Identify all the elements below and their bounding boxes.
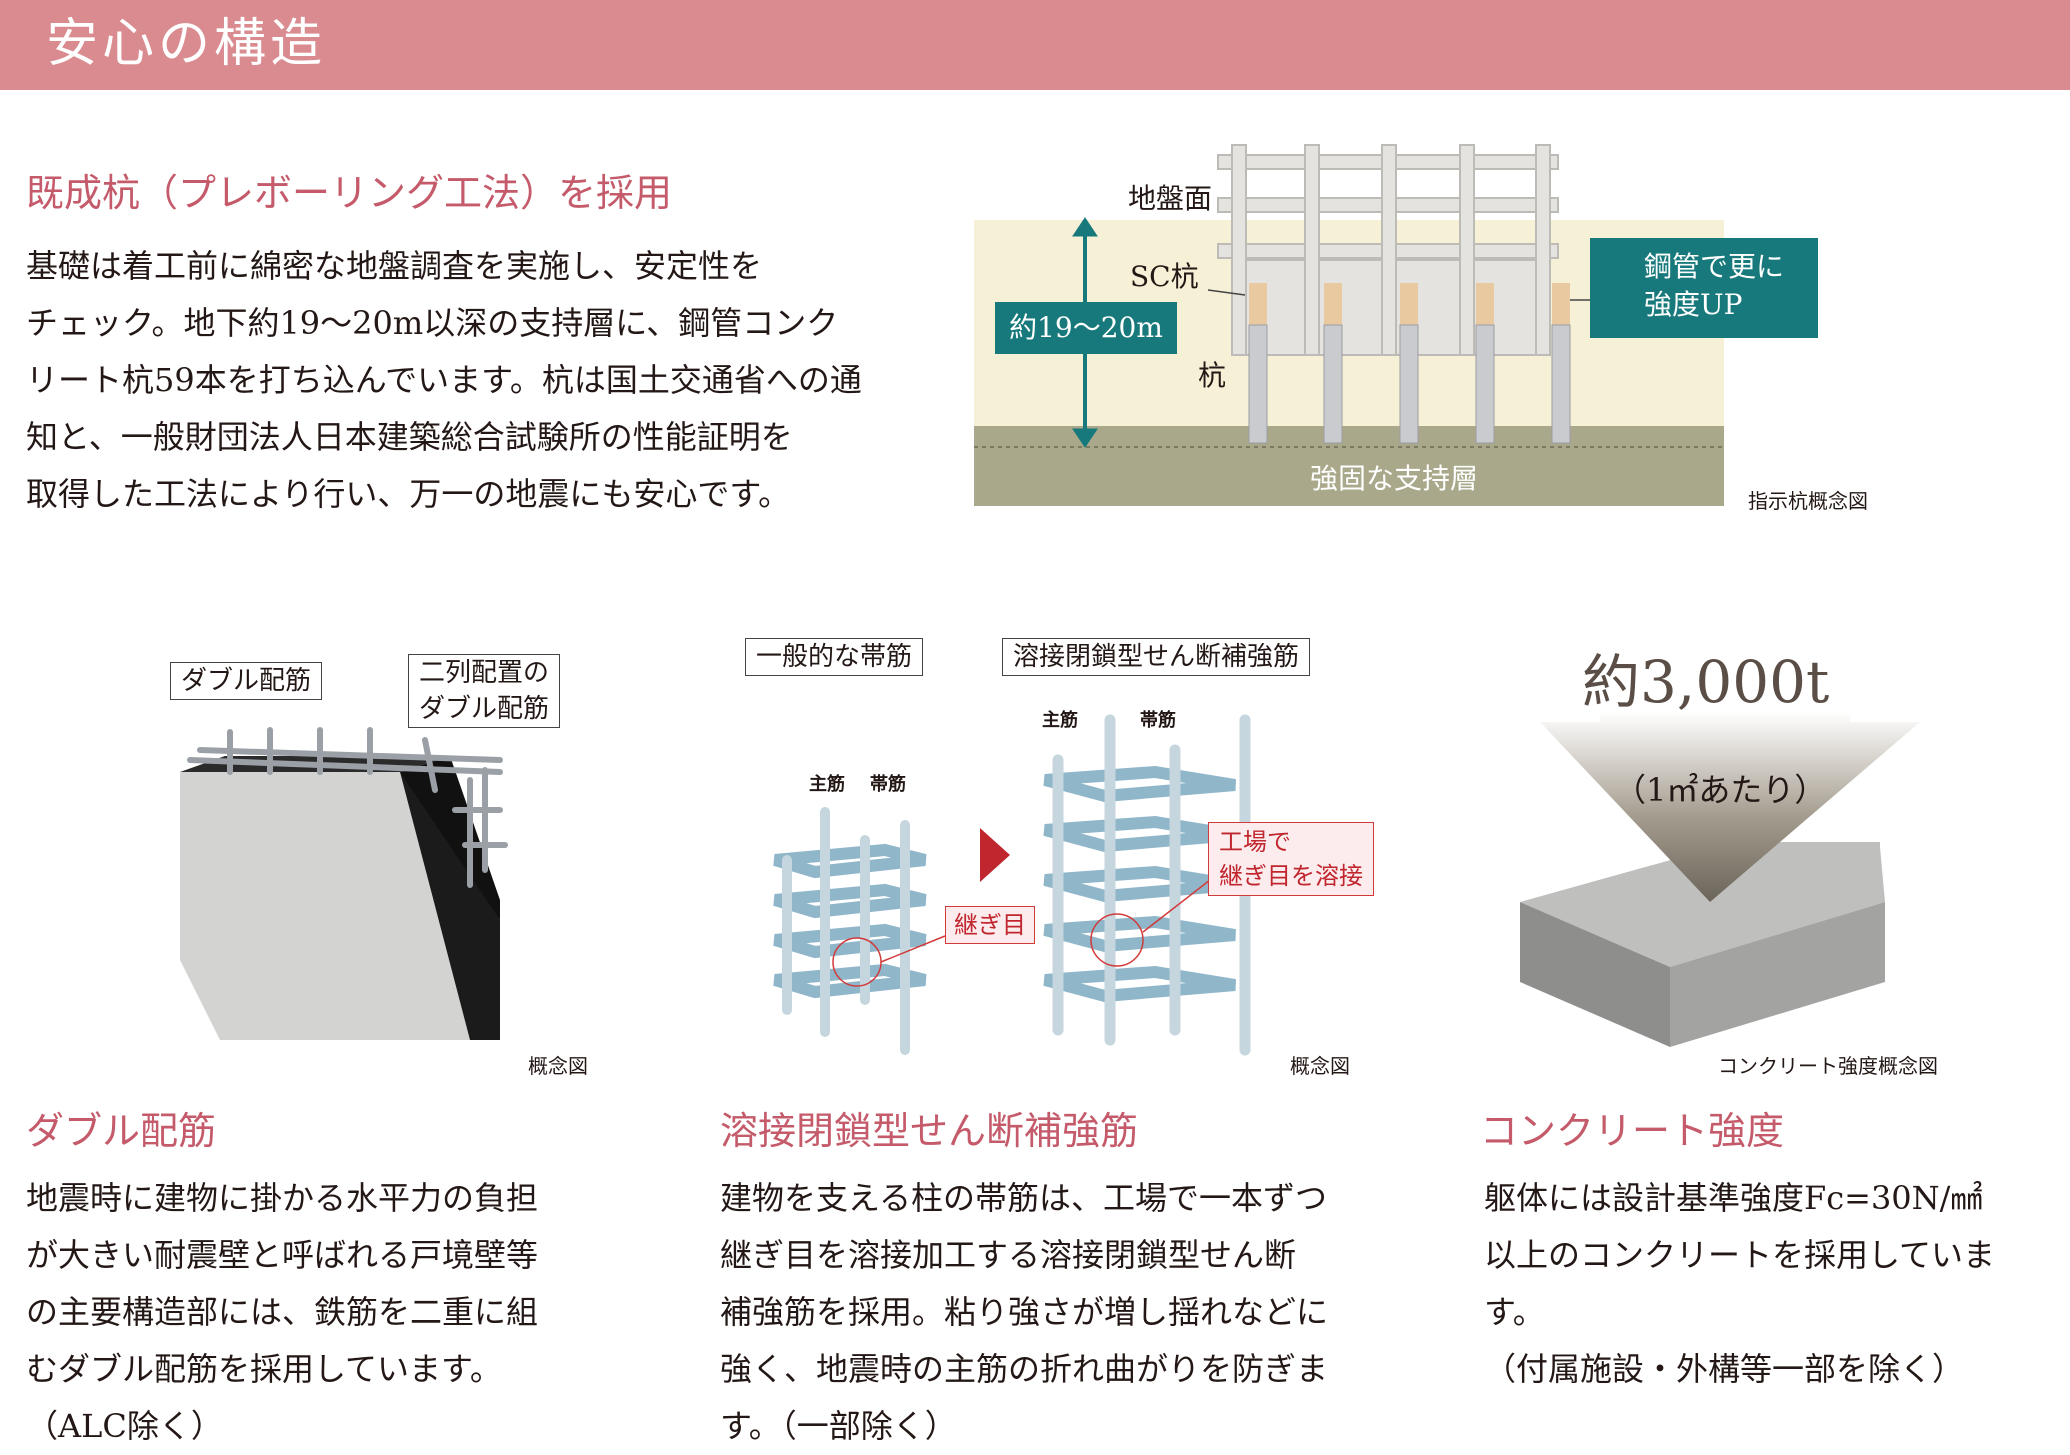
per-square-meter: （1㎡あたり） [1614, 771, 1827, 809]
pile-4 [1475, 283, 1495, 444]
pile-label: 杭 [1198, 359, 1227, 392]
steel-callout: 鋼管で更に 強度UP [1590, 238, 1818, 338]
depth-label: 約19〜20m [995, 302, 1177, 354]
joint-label: 継ぎ目 [945, 906, 1035, 944]
down-arrow [1540, 712, 1920, 902]
pile-1 [1248, 283, 1268, 444]
weld-caption: 概念図 [1290, 1054, 1350, 1078]
slab-right [1670, 902, 1885, 1047]
weld-body-text: 建物を支える柱の帯筋は、工場で一本ずつ 継ぎ目を溶接加工する溶接閉鎖型せん断 補… [720, 1179, 1329, 1445]
wall-face [180, 772, 470, 1040]
main-bar-label-left: 主筋 [809, 774, 845, 795]
factory-weld-label: 工場で 継ぎ目を溶接 [1208, 822, 1374, 896]
general-hoop-column [773, 807, 927, 1055]
pile-body-text: 基礎は着工前に綿密な地盤調査を実施し、安定性を チェック。地下約19〜20m以深… [26, 247, 862, 513]
pile-heading: 既成杭（プレボーリング工法）を採用 [26, 171, 673, 215]
ground-surface-label: 地盤面 [1128, 182, 1213, 215]
pile-5 [1551, 283, 1571, 444]
hoop-label-left: 帯筋 [870, 774, 906, 795]
wall-section [400, 772, 500, 1040]
hoop-label-right: 帯筋 [1140, 710, 1176, 731]
slab-top [1520, 842, 1885, 967]
concrete-diagram [1520, 712, 1960, 1082]
support-layer [974, 426, 1724, 506]
double-rebar-diagram [170, 660, 600, 1050]
concrete-caption: コンクリート強度概念図 [1718, 1054, 1938, 1078]
general-hoop-box: 一般的な帯筋 [745, 638, 924, 676]
pile-2 [1323, 283, 1343, 444]
concrete-heading: コンクリート強度 [1480, 1109, 1785, 1153]
weld-heading: 溶接閉鎖型せん断補強筋 [720, 1109, 1139, 1153]
slab-left [1520, 902, 1670, 1047]
foundation-frame [1217, 144, 1559, 356]
concrete-amount: 約3,000t [1582, 648, 1830, 716]
transition-arrow [980, 828, 1010, 882]
concrete-body-text: 躯体には設計基準強度Fc=30N/㎟ 以上のコンクリートを採用しています。 （付… [1484, 1179, 1996, 1388]
double-caption: 概念図 [528, 1054, 588, 1078]
pile-3 [1399, 283, 1419, 444]
piles [1248, 283, 1571, 444]
two-row-label: 二列配置の ダブル配筋 [408, 654, 561, 728]
rebars [187, 727, 508, 888]
section-title: 安心の構造 [46, 14, 327, 74]
double-heading: ダブル配筋 [26, 1109, 217, 1153]
section-header-bar [0, 0, 2070, 90]
sc-pile-label: SC杭 [1130, 260, 1199, 293]
welded-hoop-box: 溶接閉鎖型せん断補強筋 [1002, 638, 1311, 676]
support-layer-label: 強固な支持層 [1310, 462, 1479, 495]
main-bar-label-right: 主筋 [1042, 710, 1078, 731]
double-body-text: 地震時に建物に掛かる水平力の負担 が大きい耐震壁と呼ばれる戸境壁等 の主要構造部… [26, 1179, 539, 1445]
pile-caption: 指示杭概念図 [1748, 489, 1868, 513]
double-rebar-label: ダブル配筋 [170, 662, 323, 700]
